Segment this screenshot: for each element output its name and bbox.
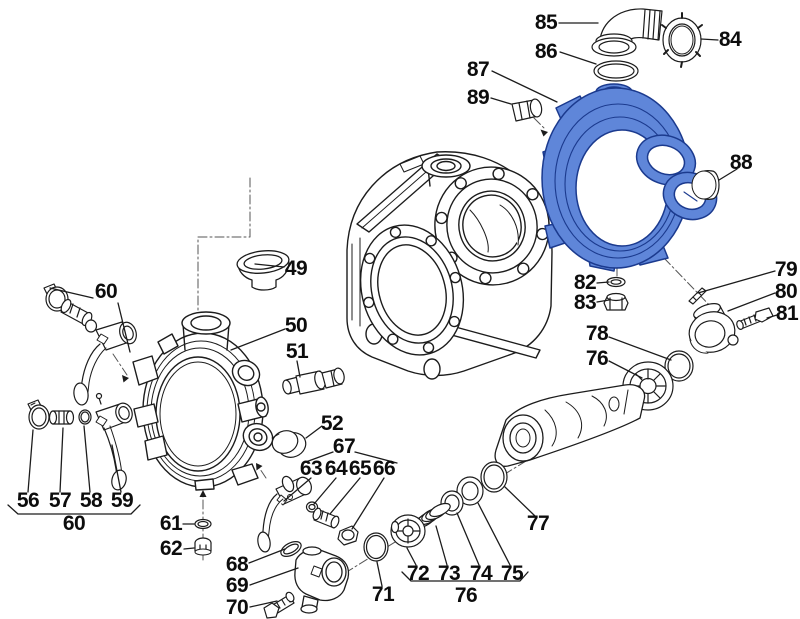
part-seat-75 bbox=[456, 476, 484, 506]
part-label-63: 63 bbox=[299, 457, 323, 480]
part-label-75: 75 bbox=[500, 562, 524, 585]
part-valve-body-69 bbox=[294, 546, 350, 614]
part-label-82: 82 bbox=[573, 271, 597, 294]
part-washer-82 bbox=[606, 276, 626, 288]
part-plug-52 bbox=[271, 430, 307, 458]
part-label-49: 49 bbox=[284, 257, 308, 280]
part-label-87: 87 bbox=[466, 58, 490, 81]
part-label-79: 79 bbox=[774, 258, 798, 281]
part-label-56: 56 bbox=[16, 489, 40, 512]
part-label-68: 68 bbox=[225, 553, 249, 576]
part-gasket-68 bbox=[280, 541, 302, 557]
part-pump-casing bbox=[346, 151, 553, 380]
part-lock-nut-84 bbox=[661, 12, 703, 68]
part-o-ring-78 bbox=[664, 350, 694, 382]
part-bolt-70 bbox=[263, 591, 295, 619]
part-label-51: 51 bbox=[285, 340, 309, 363]
part-label-73: 73 bbox=[437, 562, 461, 585]
part-label-61: 61 bbox=[159, 512, 183, 535]
part-label-60: 60 bbox=[94, 280, 118, 303]
part-barb-57 bbox=[48, 410, 75, 425]
part-o-ring-58 bbox=[78, 409, 92, 425]
part-label-59: 59 bbox=[110, 489, 134, 512]
part-label-86: 86 bbox=[534, 40, 558, 63]
part-valve-59 bbox=[95, 392, 133, 491]
part-label-81: 81 bbox=[775, 302, 799, 325]
part-plug-49 bbox=[236, 250, 290, 291]
part-valve-72 bbox=[390, 514, 426, 548]
part-plug-89 bbox=[511, 98, 543, 122]
part-o-ring-86 bbox=[593, 60, 639, 82]
part-label-76: 76 bbox=[585, 347, 609, 370]
part-label-69: 69 bbox=[225, 574, 249, 597]
part-bolt-81 bbox=[736, 307, 774, 330]
part-nut-83 bbox=[603, 292, 629, 311]
part-label-83: 83 bbox=[573, 291, 597, 314]
part-o-ring-77 bbox=[480, 461, 508, 493]
part-label-88: 88 bbox=[729, 151, 753, 174]
part-label-66: 66 bbox=[372, 457, 396, 480]
part-valve-63 bbox=[257, 475, 312, 553]
part-label-60: 60 bbox=[62, 512, 86, 535]
part-label-76: 76 bbox=[454, 584, 478, 607]
part-label-77: 77 bbox=[526, 512, 550, 535]
part-label-62: 62 bbox=[159, 537, 183, 560]
part-label-80: 80 bbox=[774, 280, 798, 303]
part-fitting-80 bbox=[688, 303, 739, 354]
part-nut-66 bbox=[337, 525, 359, 546]
part-barb-65 bbox=[312, 507, 340, 529]
part-label-85: 85 bbox=[534, 11, 558, 34]
part-label-71: 71 bbox=[371, 583, 395, 606]
part-label-72: 72 bbox=[406, 562, 430, 585]
part-label-57: 57 bbox=[48, 489, 72, 512]
part-label-58: 58 bbox=[79, 489, 103, 512]
part-label-74: 74 bbox=[469, 562, 493, 585]
part-label-67: 67 bbox=[332, 435, 356, 458]
part-label-84: 84 bbox=[718, 28, 742, 51]
part-label-78: 78 bbox=[585, 322, 609, 345]
part-label-64: 64 bbox=[324, 457, 348, 480]
part-spring-73 bbox=[413, 502, 451, 529]
part-o-ring-71 bbox=[363, 532, 389, 562]
part-elbow-85 bbox=[591, 8, 663, 57]
part-washer-61 bbox=[194, 518, 212, 530]
part-label-52: 52 bbox=[320, 412, 344, 435]
part-label-70: 70 bbox=[225, 596, 249, 619]
part-clamp-56 bbox=[27, 399, 50, 430]
part-plug-88 bbox=[691, 170, 720, 200]
axis-arrowheads bbox=[122, 129, 548, 497]
part-label-65: 65 bbox=[348, 457, 372, 480]
part-label-50: 50 bbox=[284, 314, 308, 337]
part-o-ring-64 bbox=[305, 501, 319, 513]
part-hose-valve-assembly-60 bbox=[43, 283, 137, 406]
part-ring-50 bbox=[132, 311, 274, 491]
part-cap-nut-62 bbox=[194, 537, 212, 556]
leader-lines bbox=[7, 22, 778, 608]
part-cartridge-51 bbox=[282, 367, 345, 395]
part-label-89: 89 bbox=[466, 86, 490, 109]
part-manifold-casting bbox=[494, 384, 646, 467]
